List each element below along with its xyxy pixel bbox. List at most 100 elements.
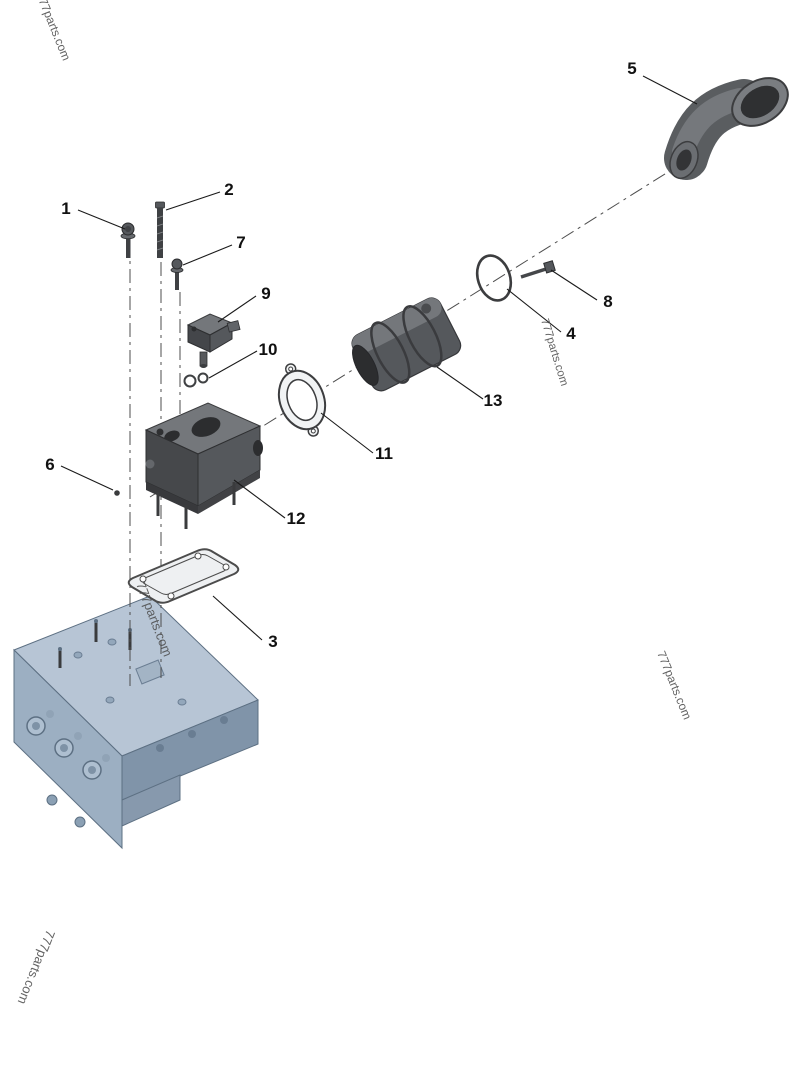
bolt7-shaft bbox=[175, 270, 179, 290]
part-sensor-9 bbox=[186, 313, 241, 368]
watermark-text: 777parts.com bbox=[654, 649, 694, 722]
callout-label-13: 13 bbox=[484, 391, 503, 410]
watermark-text: 777parts.com bbox=[33, 0, 73, 63]
bolt1-head-hex bbox=[125, 226, 131, 232]
connection-top-port bbox=[191, 417, 221, 437]
block-top-boss bbox=[73, 651, 83, 659]
gasket-inner-outline bbox=[142, 554, 227, 595]
watermark-text: 777parts.com bbox=[15, 928, 58, 1007]
o-ring-seal bbox=[475, 254, 513, 302]
gasket-bolt-hole bbox=[222, 563, 230, 571]
gasket-outline bbox=[127, 548, 240, 604]
block-stud-tip bbox=[94, 619, 98, 623]
callout-label-10: 10 bbox=[259, 340, 278, 359]
callout-label-3: 3 bbox=[268, 632, 277, 651]
cylinder-head-block bbox=[13, 595, 259, 850]
connection-side-port bbox=[253, 440, 263, 456]
callout-label-5: 5 bbox=[627, 59, 636, 78]
stud2-thread bbox=[156, 239, 164, 243]
leader-line-4 bbox=[506, 288, 562, 333]
leader-line-2 bbox=[165, 191, 221, 211]
stud2-thread bbox=[156, 247, 164, 251]
side-boss bbox=[188, 730, 196, 738]
leader-line-8 bbox=[550, 269, 598, 301]
part-gasket-11 bbox=[277, 363, 327, 437]
o-ring-small bbox=[183, 374, 197, 388]
connection-top-port-small bbox=[164, 430, 180, 442]
sensor-connector bbox=[226, 320, 241, 333]
part-connection-12 bbox=[144, 402, 263, 529]
block-step bbox=[121, 774, 181, 827]
o-ring-small bbox=[197, 372, 209, 384]
block-stud-tip bbox=[58, 647, 62, 651]
valve-detail-small bbox=[74, 816, 86, 828]
leader-lines bbox=[60, 75, 698, 641]
side-boss bbox=[156, 744, 164, 752]
stud2-head bbox=[155, 201, 165, 209]
part-gasket-3 bbox=[127, 548, 240, 604]
valve-detail-small bbox=[102, 754, 110, 762]
sensor-nipple bbox=[199, 351, 208, 367]
leader-line-13 bbox=[436, 366, 484, 400]
gasket-bolt-hole bbox=[139, 575, 147, 583]
connection-bottom-lip bbox=[198, 470, 260, 514]
valve-detail-inner bbox=[88, 766, 96, 774]
part-bolt-7 bbox=[170, 258, 184, 290]
stud2-thread bbox=[156, 231, 164, 235]
callout-label-6: 6 bbox=[45, 455, 54, 474]
bolt8-head bbox=[543, 260, 556, 274]
callout-label-1: 1 bbox=[61, 199, 70, 218]
part-orings-10 bbox=[183, 372, 209, 388]
connection-flange-hole bbox=[156, 428, 164, 436]
pin6-body bbox=[114, 490, 120, 496]
block-top-boss bbox=[177, 698, 187, 706]
leader-line-1 bbox=[77, 209, 126, 230]
sensor-mount-hole bbox=[191, 326, 197, 332]
part-housing-13 bbox=[351, 297, 462, 392]
elbow-inlet-bore bbox=[676, 149, 692, 171]
bolt8-shaft bbox=[520, 267, 547, 279]
callout-label-11: 11 bbox=[375, 444, 393, 463]
valve-detail-inner bbox=[32, 722, 40, 730]
stud2-thread bbox=[156, 215, 164, 219]
valve-detail-small bbox=[46, 710, 54, 718]
leader-line-10 bbox=[208, 350, 258, 379]
callout-label-4: 4 bbox=[566, 324, 576, 343]
part-elbow-5 bbox=[664, 77, 789, 180]
gasket11-inner bbox=[286, 378, 318, 422]
watermarks: 777parts.com 777parts.com 777parts.com 7… bbox=[15, 0, 695, 1007]
gasket11-tab-hole bbox=[288, 366, 294, 372]
valve-detail-small bbox=[74, 732, 82, 740]
leader-line-6 bbox=[60, 465, 114, 491]
watermark-text: 777parts.com bbox=[538, 317, 570, 387]
part-bolt-8 bbox=[520, 260, 556, 279]
connection-boss bbox=[145, 459, 155, 469]
leader-line-11 bbox=[320, 412, 374, 454]
callout-labels: 1 2 3 4 5 6 7 8 9 10 11 12 13 bbox=[45, 59, 636, 651]
elbow-outlet-bore bbox=[740, 85, 780, 119]
bolt1-shaft bbox=[126, 236, 131, 258]
leader-line-7 bbox=[182, 244, 233, 266]
sensor-right-face bbox=[209, 322, 233, 353]
part-stud-2 bbox=[155, 201, 165, 258]
leader-line-3 bbox=[212, 595, 263, 641]
gasket-bolt-hole bbox=[167, 592, 175, 600]
block-top-boss bbox=[105, 696, 115, 704]
callout-label-12: 12 bbox=[287, 509, 306, 528]
part-bolt-1 bbox=[120, 222, 136, 258]
block-top-boss bbox=[107, 638, 117, 646]
housing13-opening bbox=[352, 344, 379, 386]
part-pin-6 bbox=[114, 490, 120, 496]
leader-line-9 bbox=[217, 295, 257, 323]
housing13-clamp-band bbox=[402, 305, 443, 368]
callout-label-7: 7 bbox=[236, 233, 245, 252]
callout-label-8: 8 bbox=[603, 292, 612, 311]
valve-detail-small bbox=[46, 794, 58, 806]
bolt7-head bbox=[171, 258, 183, 270]
leader-line-12 bbox=[233, 479, 286, 519]
callout-label-2: 2 bbox=[224, 180, 233, 199]
sensor-nipple-end bbox=[200, 364, 207, 368]
gasket11-tab-hole bbox=[310, 428, 316, 434]
stud2-thread bbox=[156, 223, 164, 227]
